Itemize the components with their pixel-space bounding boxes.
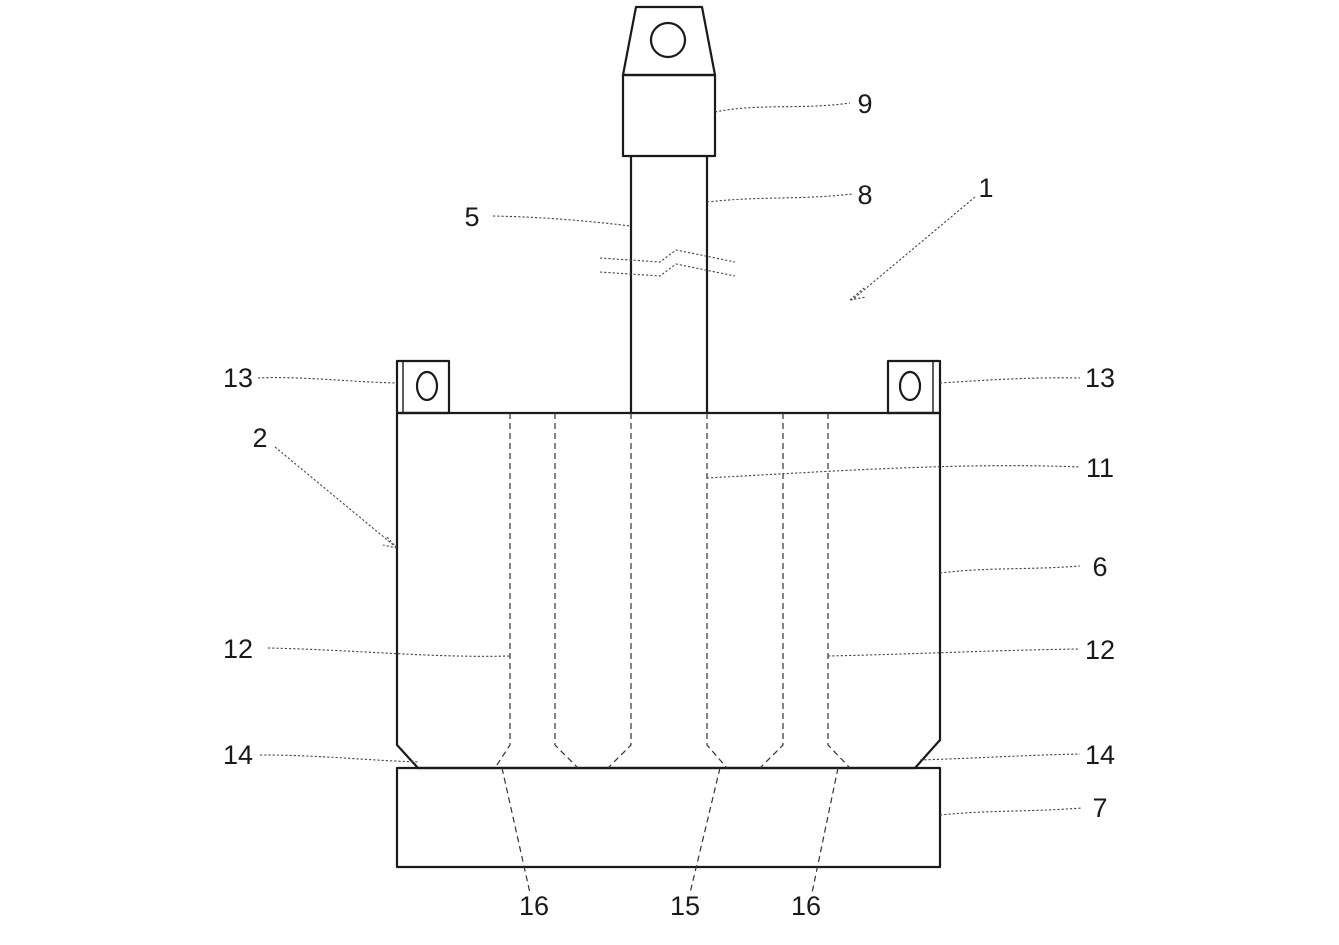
label-12-left: 12 — [223, 634, 253, 664]
lifting-lug-left — [395, 359, 451, 415]
label-5: 5 — [464, 202, 479, 232]
reference-labels: 1 2 5 6 7 8 9 11 12 12 13 13 14 14 15 16… — [223, 89, 1115, 921]
label-13-left: 13 — [223, 363, 253, 393]
label-7: 7 — [1092, 793, 1107, 823]
label-16-left: 16 — [519, 891, 549, 921]
label-13-right: 13 — [1085, 363, 1115, 393]
lifting-lug-right — [886, 359, 942, 415]
label-6: 6 — [1092, 552, 1107, 582]
label-1: 1 — [978, 173, 993, 203]
label-14-right: 14 — [1085, 740, 1115, 770]
leader-lines — [257, 102, 1083, 816]
internal-channels — [494, 413, 851, 894]
label-9: 9 — [857, 89, 872, 119]
label-2: 2 — [252, 423, 267, 453]
label-15: 15 — [670, 891, 700, 921]
container-body — [395, 411, 942, 770]
break-symbol — [599, 249, 736, 277]
label-16-right: 16 — [791, 891, 821, 921]
connector-block — [621, 73, 717, 158]
label-12-right: 12 — [1085, 635, 1115, 665]
connector-head — [621, 5, 717, 77]
label-8: 8 — [857, 180, 872, 210]
base-plate — [395, 766, 942, 869]
shaft — [629, 156, 709, 413]
label-11: 11 — [1086, 453, 1114, 483]
label-14-left: 14 — [223, 740, 253, 770]
